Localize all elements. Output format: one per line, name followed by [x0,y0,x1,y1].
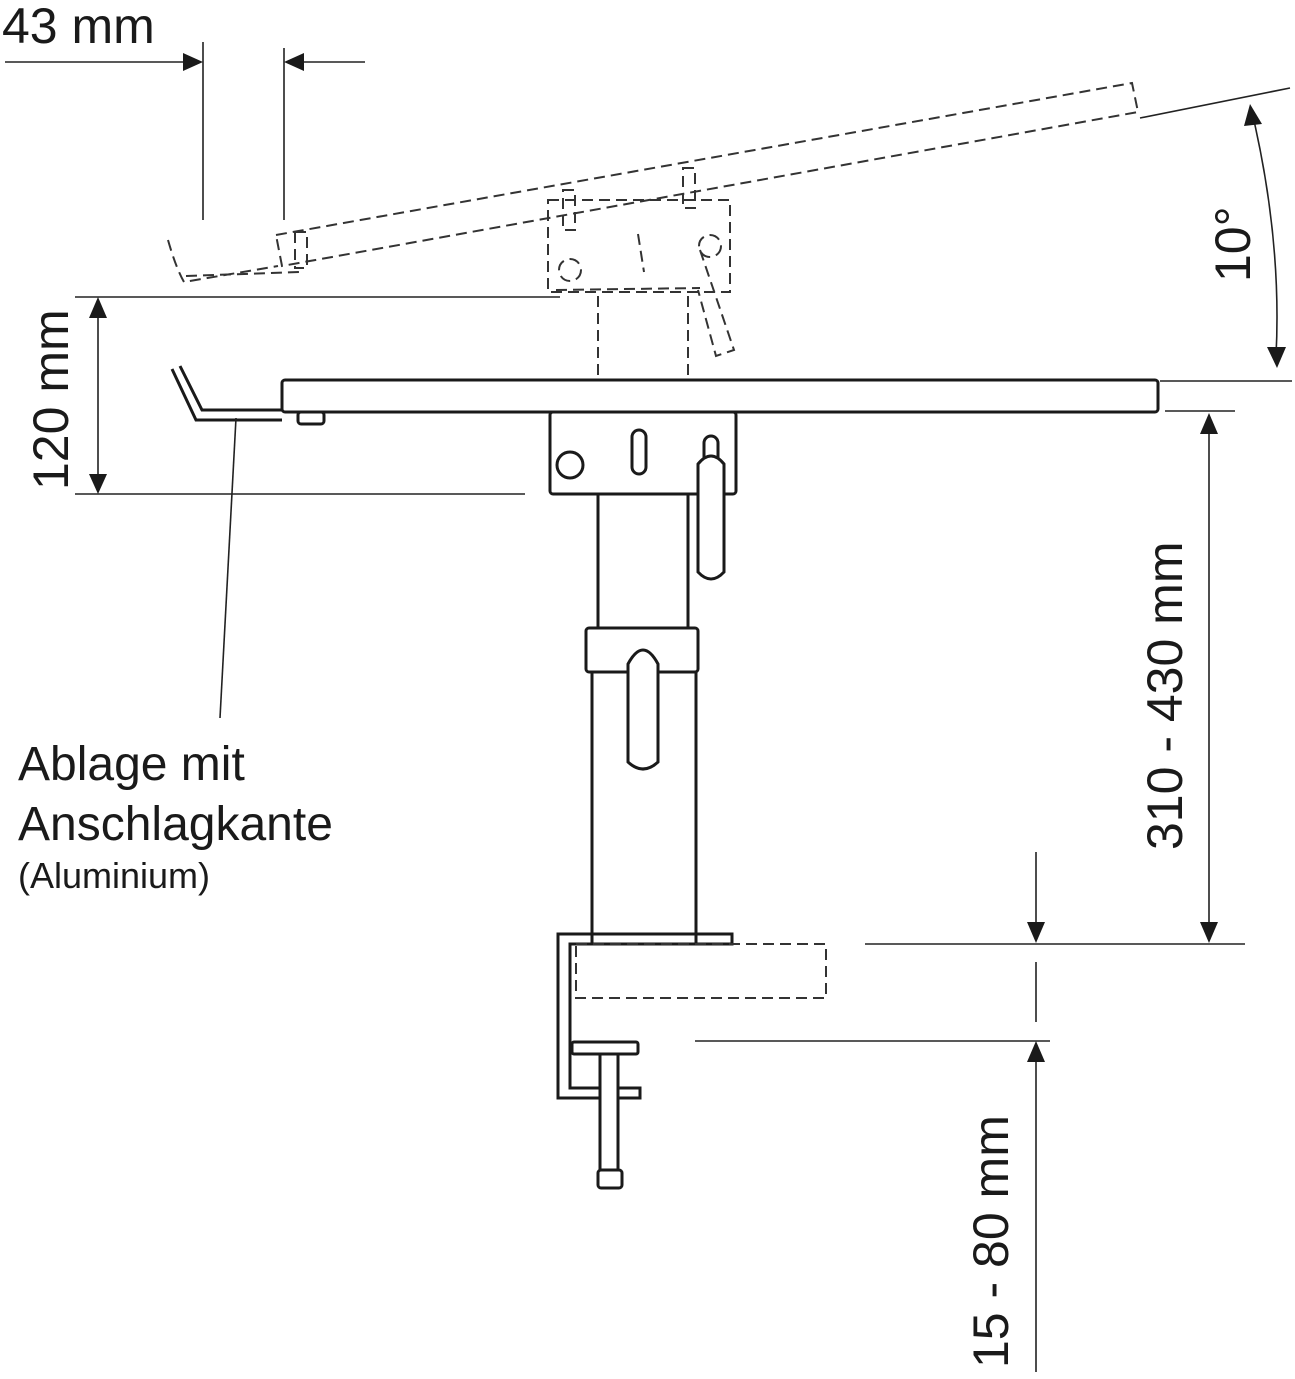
arrow-up-icon [1200,413,1218,434]
dimension-tilt-angle-label: 10° [1205,206,1261,282]
dimension-clamp-range: 15 - 80 mm [695,852,1050,1372]
arrow-right-icon [183,53,203,71]
tilt-mount-head [548,410,738,581]
dimension-column-height: 310 - 430 mm [865,410,1245,945]
dimension-offset-label: 43 mm [2,0,155,54]
callout-line-2: Anschlagkante [18,798,333,851]
dimension-clamp-range-label: 15 - 80 mm [963,1115,1019,1368]
table-clamp [556,932,827,1190]
dimension-height-adjust: 120 mm [23,296,560,495]
arrow-down-icon [1027,922,1045,943]
arrow-down-icon [89,474,107,494]
tilted-tray-outline [167,81,1140,358]
dimension-height-adjust-label: 120 mm [23,309,79,490]
arrow-left-icon [284,53,304,71]
arrow-down-icon [1267,347,1286,368]
tilt-lever-icon [696,454,726,581]
dimension-column-height-label: 310 - 430 mm [1137,542,1193,850]
arrow-up-icon [1244,104,1262,126]
dimension-offset: 43 mm [2,0,365,220]
height-lever-icon [626,648,660,771]
arrow-up-icon [1027,1041,1045,1062]
arrow-down-icon [1200,922,1218,943]
column [584,492,700,946]
callout-line-3: (Aluminium) [18,855,210,896]
tray-callout: Ablage mit Anschlagkante (Aluminium) [18,417,333,896]
callout-line-1: Ablage mit [18,738,245,791]
dimension-tilt-angle: 10° [1139,87,1292,382]
arrow-up-icon [89,297,107,318]
